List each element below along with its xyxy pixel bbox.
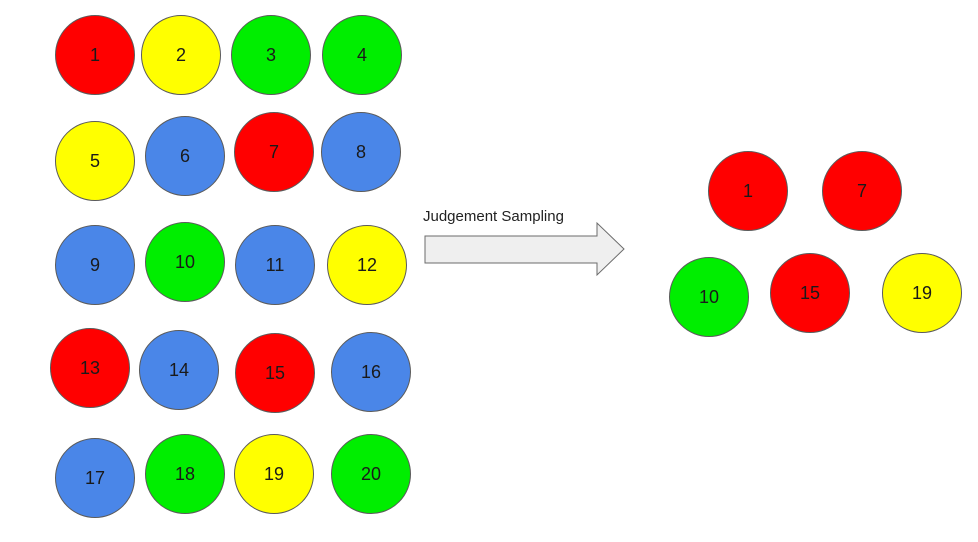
population-ball: 8 [321, 112, 401, 192]
population-ball: 13 [50, 328, 130, 408]
population-ball: 3 [231, 15, 311, 95]
sample-ball: 1 [708, 151, 788, 231]
arrow-label: Judgement Sampling [423, 208, 564, 225]
sample-ball: 7 [822, 151, 902, 231]
population-ball: 20 [331, 434, 411, 514]
population-ball: 15 [235, 333, 315, 413]
population-ball: 4 [322, 15, 402, 95]
population-ball: 6 [145, 116, 225, 196]
arrow-shape [424, 221, 625, 277]
arrow-icon [424, 221, 625, 277]
population-ball: 12 [327, 225, 407, 305]
sample-ball: 10 [669, 257, 749, 337]
population-ball: 1 [55, 15, 135, 95]
population-ball: 7 [234, 112, 314, 192]
population-ball: 19 [234, 434, 314, 514]
population-ball: 14 [139, 330, 219, 410]
population-ball: 17 [55, 438, 135, 518]
population-ball: 10 [145, 222, 225, 302]
population-ball: 11 [235, 225, 315, 305]
population-ball: 5 [55, 121, 135, 201]
sample-ball: 15 [770, 253, 850, 333]
population-ball: 18 [145, 434, 225, 514]
population-ball: 2 [141, 15, 221, 95]
sample-ball: 19 [882, 253, 962, 333]
population-ball: 9 [55, 225, 135, 305]
population-ball: 16 [331, 332, 411, 412]
